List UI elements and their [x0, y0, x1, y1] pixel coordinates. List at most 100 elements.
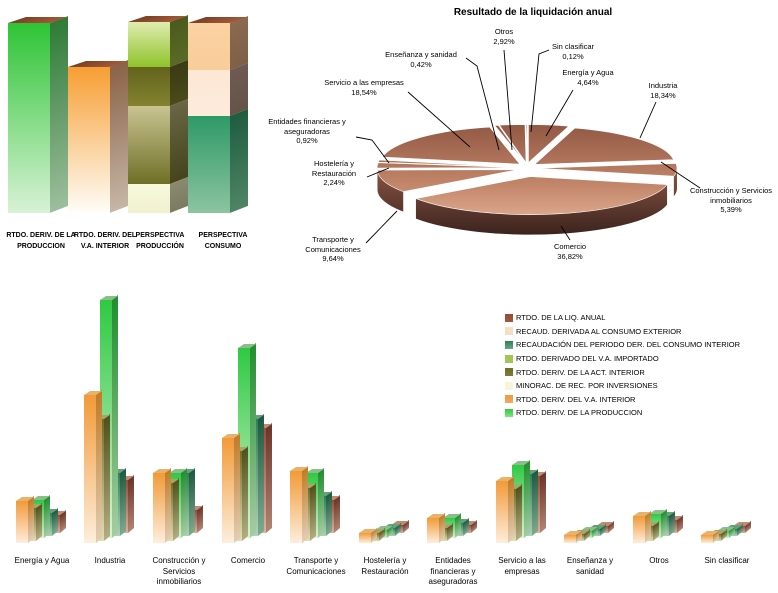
legend-item: RTDO. DE LA LIQ. ANUAL [505, 311, 740, 325]
bar-segment-side [50, 16, 68, 213]
pie-leader-line [560, 225, 571, 241]
legend-label: RTDO. DERIVADO DEL V.A. IMPORTADO [516, 354, 659, 364]
bar-front-face [188, 23, 230, 213]
stacked-bar-4 [188, 16, 249, 213]
pie-leader-line [639, 101, 657, 139]
bar-front-face [222, 438, 234, 543]
bar-8-s7 [496, 476, 514, 543]
legend-swatch [505, 368, 513, 377]
bar-side-face [96, 390, 102, 543]
bar-segment-side [170, 99, 188, 185]
pie-leader-line [365, 210, 398, 244]
bar-side-face [302, 466, 308, 543]
pie-slice-hostelería-y-restauración [376, 162, 518, 169]
bar-side-face [181, 468, 187, 538]
bar-side-face [230, 16, 248, 213]
pie-slice-side [415, 184, 668, 235]
pie-leader-line [465, 57, 500, 151]
bar-side-face [242, 445, 248, 541]
bar-side-face [189, 467, 195, 536]
pie-leader-line [407, 91, 471, 148]
pie-slice-transporte-y-comunicaciones [377, 169, 518, 192]
bar-front-face [564, 535, 576, 543]
bar-side-face [508, 476, 514, 543]
bar-side-face [540, 471, 546, 533]
legend-item: RTDO. DERIV. DEL V.A. INTERIOR [505, 393, 740, 407]
bar-side-face [28, 496, 34, 543]
pie-slice-entidades-financieras-y-aseguradoras [377, 159, 518, 168]
legend-swatch [505, 408, 513, 417]
bar-segment [128, 22, 170, 67]
bar-6-s7 [359, 528, 377, 543]
bar-front-face [633, 516, 645, 543]
bar-front-face [8, 23, 50, 213]
legend-swatch [505, 313, 513, 322]
legend-item: RECAUDACIÓN DEL PERIODO DER. DEL CONSUMO… [505, 338, 740, 352]
bar-side-face [318, 468, 324, 538]
x-axis-label: Otros [649, 556, 669, 565]
bar-9-s7 [564, 530, 582, 543]
legend-label: RTDO. DE LA LIQ. ANUAL [516, 313, 606, 323]
bar-7-s7 [427, 513, 445, 543]
pie-slice-sin-clasificar [525, 124, 528, 163]
legend-label: MINORAC. DE REC. POR INVERSIONES [516, 381, 658, 391]
bar-segment-side [110, 60, 128, 213]
x-axis-label: Energía y Agua [14, 556, 70, 565]
bar-front-face [427, 518, 439, 543]
bar-front-face [16, 501, 28, 543]
bar-front-face [84, 395, 96, 543]
bar-side-face [516, 483, 522, 541]
stacked-bar-1 [8, 16, 69, 213]
bar-segment [188, 116, 230, 213]
bar-segment [128, 66, 170, 107]
bar-side-face [170, 15, 188, 213]
pie-graphic [355, 49, 701, 244]
legend-item: RTDO. DERIV. DE LA PRODUCCION [505, 406, 740, 420]
bar-segment-side [230, 62, 248, 117]
bar-segment [68, 67, 110, 213]
bar-segment-side [230, 16, 248, 70]
bar-front-face [153, 473, 165, 543]
bar-side-face [173, 477, 179, 541]
bar-front-face [701, 535, 713, 543]
bar-4-s7 [222, 433, 241, 543]
legend-item: RTDO. DERIV. DE LA ACT. INTERIOR [505, 365, 740, 379]
pie-leader-line [530, 49, 550, 133]
bar-side-face [645, 511, 651, 543]
bar-segment-side [170, 177, 188, 213]
bar-front-face [68, 67, 110, 213]
bar-side-face [36, 502, 42, 541]
pie-slice-otros [498, 124, 527, 164]
pie-slice-comercio [414, 176, 668, 215]
bar-segment [128, 184, 170, 213]
bar-segment [188, 69, 230, 117]
bar-side-face [250, 343, 256, 538]
legend-swatch [505, 354, 513, 363]
bar-side-face [310, 482, 316, 541]
legend-item: RTDO. DERIVADO DEL V.A. IMPORTADO [505, 352, 740, 366]
legend-label: RTDO. DERIV. DE LA PRODUCCION [516, 408, 643, 418]
bar-segment [188, 23, 230, 70]
bar-front-face [290, 471, 302, 543]
bar-side-face [524, 460, 530, 538]
